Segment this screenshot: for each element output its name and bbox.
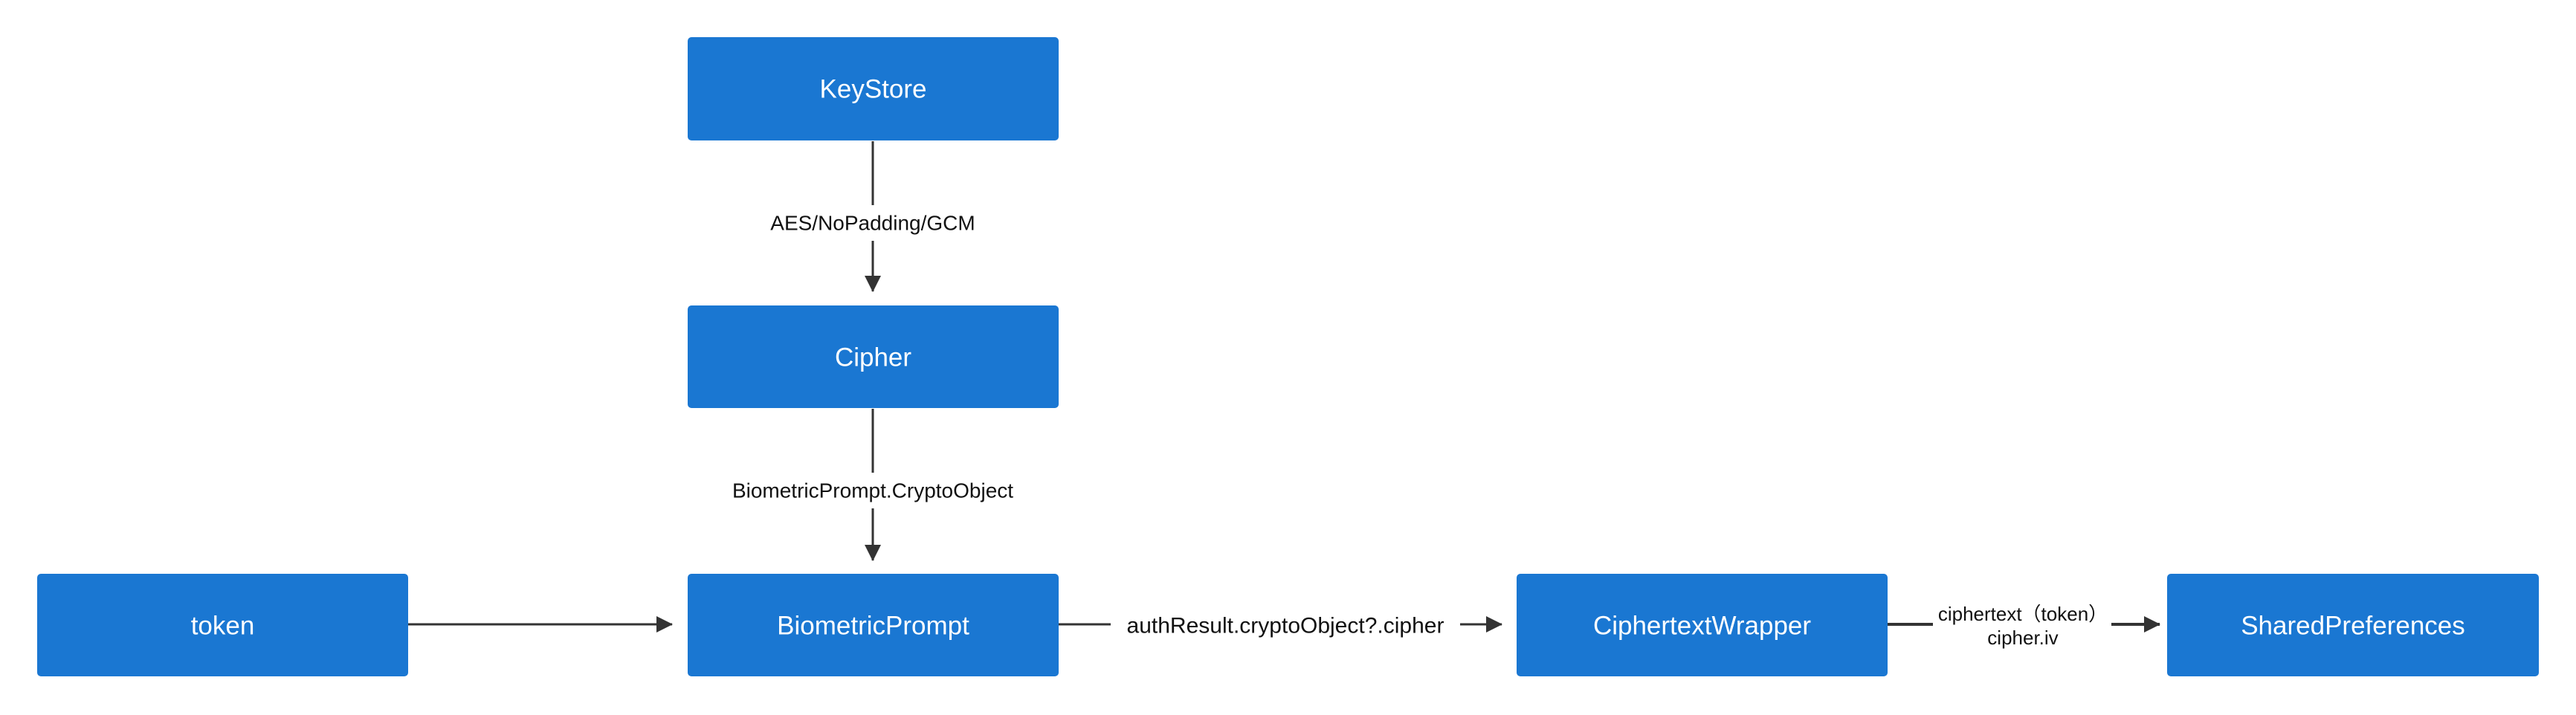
edge-label-aes: AES/NoPadding/GCM [758, 205, 987, 241]
node-biometric-prompt[interactable]: BiometricPrompt [688, 574, 1059, 676]
edge-label-aes-text: AES/NoPadding/GCM [770, 212, 975, 235]
node-cipher[interactable]: Cipher [688, 305, 1059, 408]
edge-label-ciphertext-line1: ciphertext（token） [1938, 603, 2108, 625]
node-keystore-label: KeyStore [820, 75, 927, 104]
edge-label-auth-result: authResult.cryptoObject?.cipher [1111, 608, 1460, 642]
edge-label-crypto-object-text: BiometricPrompt.CryptoObject [732, 479, 1013, 502]
edge-label-crypto-object: BiometricPrompt.CryptoObject [712, 473, 1033, 508]
node-cipher-label: Cipher [835, 343, 911, 372]
node-token-label: token [191, 612, 255, 641]
edge-label-ciphertext: ciphertext（token） cipher.iv [1933, 598, 2111, 654]
node-shared-preferences[interactable]: SharedPreferences [2167, 574, 2539, 676]
node-token[interactable]: token [37, 574, 408, 676]
node-biometric-prompt-label: BiometricPrompt [777, 612, 969, 641]
node-keystore[interactable]: KeyStore [688, 37, 1059, 140]
node-ciphertext-wrapper[interactable]: CiphertextWrapper [1517, 574, 1888, 676]
edge-label-ciphertext-line2: cipher.iv [1987, 627, 2058, 649]
edge-label-auth-result-text: authResult.cryptoObject?.cipher [1127, 614, 1444, 638]
node-ciphertext-wrapper-label: CiphertextWrapper [1593, 612, 1811, 641]
node-shared-preferences-label: SharedPreferences [2241, 612, 2465, 641]
